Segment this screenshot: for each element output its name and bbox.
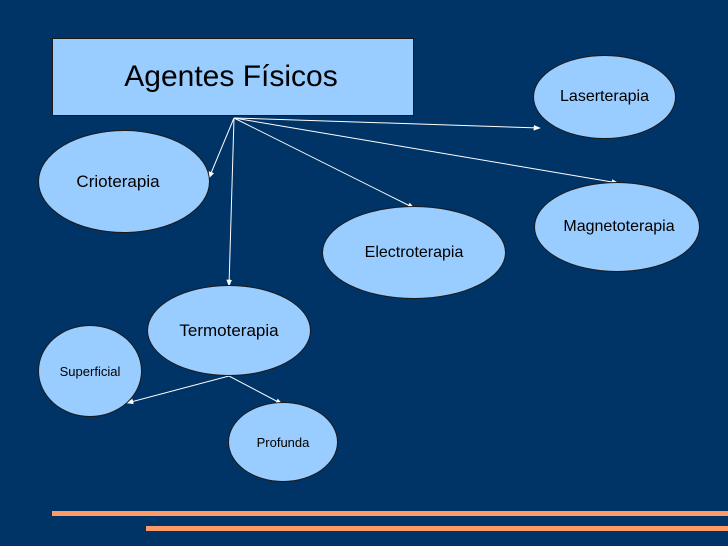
arrow-to-superficial (126, 375, 230, 405)
node-electroterapia-label: Electroterapia (364, 243, 464, 261)
node-magnetoterapia: Magnetoterapia (534, 182, 700, 272)
node-superficial: Superficial (38, 325, 142, 417)
decorative-bar-top (52, 511, 728, 516)
arrow-to-termoterapia (226, 117, 235, 287)
arrow-to-crioterapia (208, 117, 235, 179)
node-profunda: Profunda (228, 402, 338, 482)
title-box: Agentes Físicos (52, 38, 414, 116)
node-electroterapia: Electroterapia (322, 206, 506, 299)
node-termoterapia-label: Termoterapia (179, 320, 279, 340)
arrow-to-magnetoterapia (233, 117, 619, 185)
arrow-to-electroterapia (233, 117, 415, 209)
page-title: Agentes Físicos (124, 60, 338, 93)
node-magnetoterapia-label: Magnetoterapia (563, 218, 675, 235)
node-profunda-label: Profunda (256, 434, 310, 450)
arrow-to-profunda (228, 375, 283, 405)
node-crioterapia: Crioterapia (38, 130, 210, 233)
arrow-to-laserterapia (233, 117, 541, 131)
node-laserterapia: Laserterapia (533, 55, 676, 139)
decorative-bar-bottom (146, 526, 728, 531)
node-superficial-label: Superficial (59, 363, 121, 379)
node-crioterapia-label: Crioterapia (76, 171, 160, 191)
node-laserterapia-label: Laserterapia (560, 88, 649, 105)
node-termoterapia: Termoterapia (147, 285, 311, 376)
